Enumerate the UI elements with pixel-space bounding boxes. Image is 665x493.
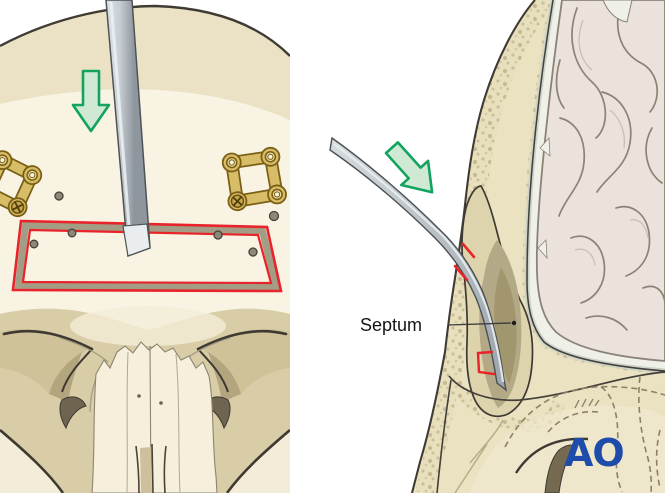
leader-dot bbox=[511, 320, 517, 326]
septum-annotation: Septum bbox=[360, 315, 517, 335]
midface-anatomy bbox=[0, 306, 290, 493]
cranium-outline bbox=[0, 4, 290, 57]
drill-holes bbox=[29, 191, 280, 257]
osteotome-tip bbox=[122, 223, 151, 257]
skull-base-detail bbox=[436, 371, 665, 493]
dashed-contours bbox=[504, 376, 665, 493]
orbital-roof-line bbox=[514, 437, 589, 474]
osteotomy-outline bbox=[11, 219, 283, 293]
bone-plate-right bbox=[221, 146, 287, 212]
inner-table-line bbox=[526, 0, 665, 372]
red-cut-marks bbox=[453, 242, 496, 376]
gyri-highlights bbox=[574, 19, 649, 266]
brain bbox=[535, 0, 665, 362]
panel-sagittal-view: Septum AO bbox=[329, 0, 665, 493]
septum-label: Septum bbox=[360, 315, 422, 335]
ao-logo: AO bbox=[564, 431, 624, 475]
elevator-instrument bbox=[329, 136, 508, 392]
osteotome-instrument bbox=[105, 0, 151, 258]
outer-table-line bbox=[410, 0, 536, 493]
septum-leader-line bbox=[447, 322, 512, 326]
cranium-outer-band bbox=[0, 6, 290, 120]
sulci bbox=[555, 0, 665, 331]
bone-plate-left bbox=[0, 150, 43, 218]
hatch-marks bbox=[574, 398, 600, 409]
frontal-sinus bbox=[461, 185, 534, 418]
panel-frontal-view bbox=[0, 0, 290, 493]
